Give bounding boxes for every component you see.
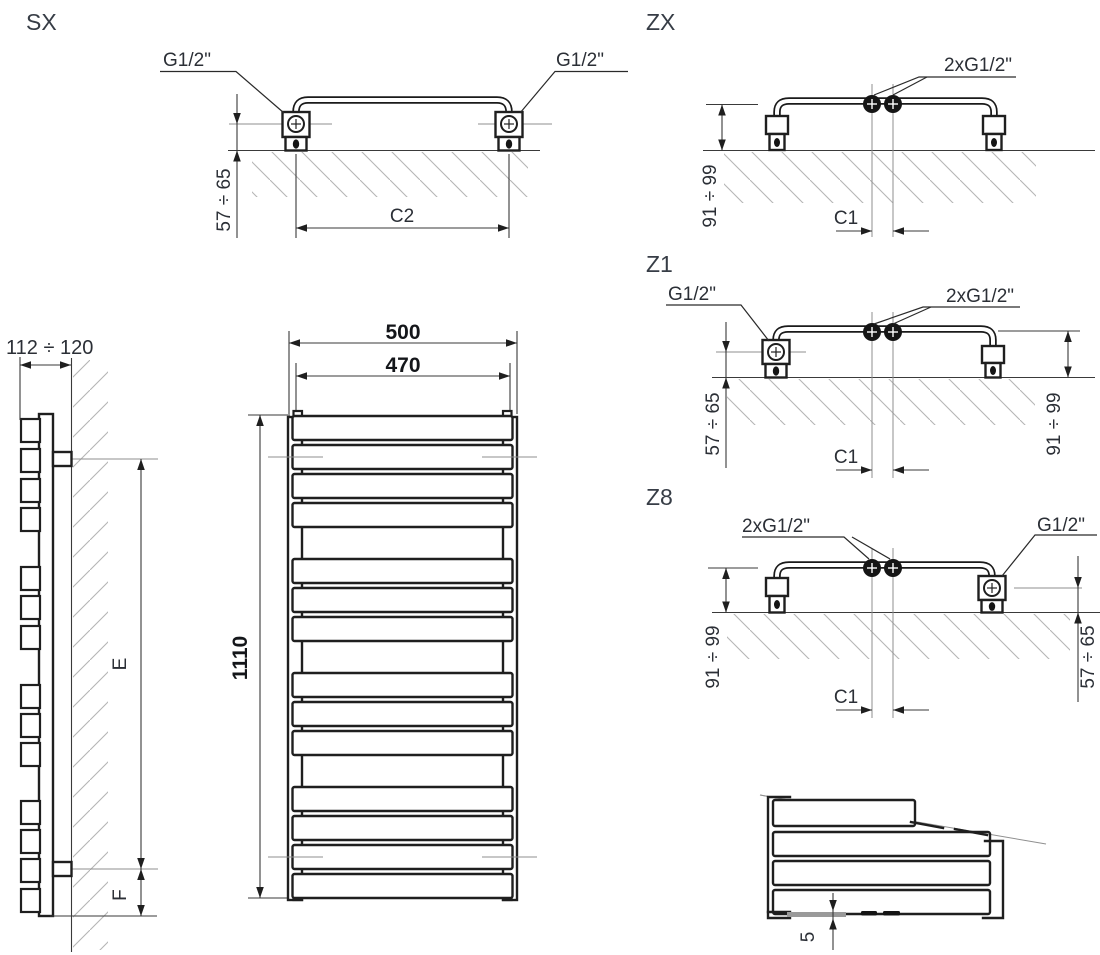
z1-view: Z1 G1/2" 2xG1/2" 57 ÷ 65 91 ÷ 99 C1 [646, 251, 1095, 478]
collector-strip [787, 912, 846, 917]
span-dimension [295, 154, 510, 238]
slats [291, 414, 514, 900]
view-label: Z8 [646, 484, 673, 510]
dimension-label: 91 ÷ 99 [1044, 392, 1065, 455]
slat-sections [771, 798, 992, 916]
dimension-label: C2 [390, 206, 414, 227]
wall-hatch [252, 152, 528, 197]
width-dimensions [288, 331, 518, 414]
connection-port-icon [884, 95, 902, 113]
left-end-cap [766, 795, 792, 920]
connection-port-icon [884, 323, 902, 341]
view-label: SX [26, 9, 57, 35]
valve-icon [761, 338, 791, 379]
wall-bracket-icon [51, 450, 73, 468]
dimension-label: 91 ÷ 99 [703, 625, 724, 688]
leader-lines [666, 304, 1020, 342]
side-view: 112 ÷ 120 E F [6, 337, 158, 952]
wall-hatch [727, 614, 1070, 659]
connection-port-icon [863, 95, 881, 113]
dimension-label: 112 ÷ 120 [6, 337, 93, 359]
dimension-label: E [110, 658, 131, 671]
view-label: Z1 [646, 251, 673, 277]
connection-label: G1/2" [163, 50, 211, 71]
right-end-cap [981, 839, 1005, 920]
leader-lines [873, 76, 1016, 96]
z8-view: Z8 2xG1/2" G1/2" 91 ÷ 99 57 ÷ 65 C1 [646, 484, 1100, 718]
connection-label: 2xG1/2" [946, 286, 1014, 307]
left-dimension [708, 567, 758, 613]
dimension-label: C1 [834, 208, 858, 229]
dimension-label: 57 ÷ 65 [1078, 625, 1099, 688]
height-dimension [248, 414, 290, 899]
valve-icon [281, 110, 311, 152]
dimension-label: F [110, 889, 131, 901]
connection-label: G1/2" [1037, 515, 1085, 536]
leader-lines [160, 70, 628, 114]
offset-dimension [706, 103, 758, 151]
bracket-icon [764, 576, 790, 614]
bracket-icon [981, 114, 1007, 152]
valve-icon [977, 574, 1007, 614]
front-view: 500 470 1110 [229, 321, 537, 902]
slat-stubs [19, 417, 42, 914]
tube [292, 96, 513, 118]
wall-hatch [73, 360, 108, 950]
dimension-label: 57 ÷ 65 [703, 392, 724, 455]
mount-span-dimensions [50, 459, 157, 917]
dimension-label: C1 [834, 447, 858, 468]
dimension-label: 5 [798, 932, 819, 943]
span-dimension [836, 227, 929, 235]
connection-label: 2xG1/2" [742, 516, 810, 537]
sx-view: SX G1/2" G1/2" 57 ÷ 65 C2 [26, 9, 628, 238]
bracket-icon [980, 344, 1006, 379]
dimension-label: 470 [385, 354, 420, 377]
connection-port-icon [863, 323, 881, 341]
wall-hatch [724, 152, 1036, 203]
span-dimension [836, 706, 929, 714]
gap-dimension [829, 893, 837, 950]
depth-dimension [19, 357, 71, 420]
valve-icon [494, 110, 524, 152]
zx-view: ZX 2xG1/2" 91 ÷ 99 C1 [646, 9, 1095, 237]
right-dimension [998, 330, 1080, 378]
bracket-icon [764, 114, 790, 152]
plan-view: 5 [759, 794, 1047, 950]
dimension-label: 57 ÷ 65 [214, 168, 235, 231]
left-dimension [722, 322, 730, 468]
dimension-label: C1 [834, 687, 858, 708]
connection-port-icon [863, 559, 881, 577]
connection-axis-lines [268, 456, 537, 858]
view-label: ZX [646, 9, 675, 35]
connection-label: G1/2" [668, 284, 716, 305]
connection-label: G1/2" [556, 50, 604, 71]
wall-hatch [727, 379, 1035, 425]
leader-lines [742, 534, 1097, 577]
wall-bracket-icon [51, 860, 73, 878]
right-dimension [1074, 556, 1082, 702]
dimension-label: 1110 [229, 636, 252, 680]
span-dimension [836, 466, 929, 474]
connection-port-icon [884, 559, 902, 577]
dimension-label: 500 [385, 321, 420, 344]
dimension-label: 91 ÷ 99 [700, 164, 721, 227]
collector-tube [37, 412, 55, 918]
connection-label: 2xG1/2" [944, 55, 1012, 76]
offset-dimension [233, 94, 241, 238]
